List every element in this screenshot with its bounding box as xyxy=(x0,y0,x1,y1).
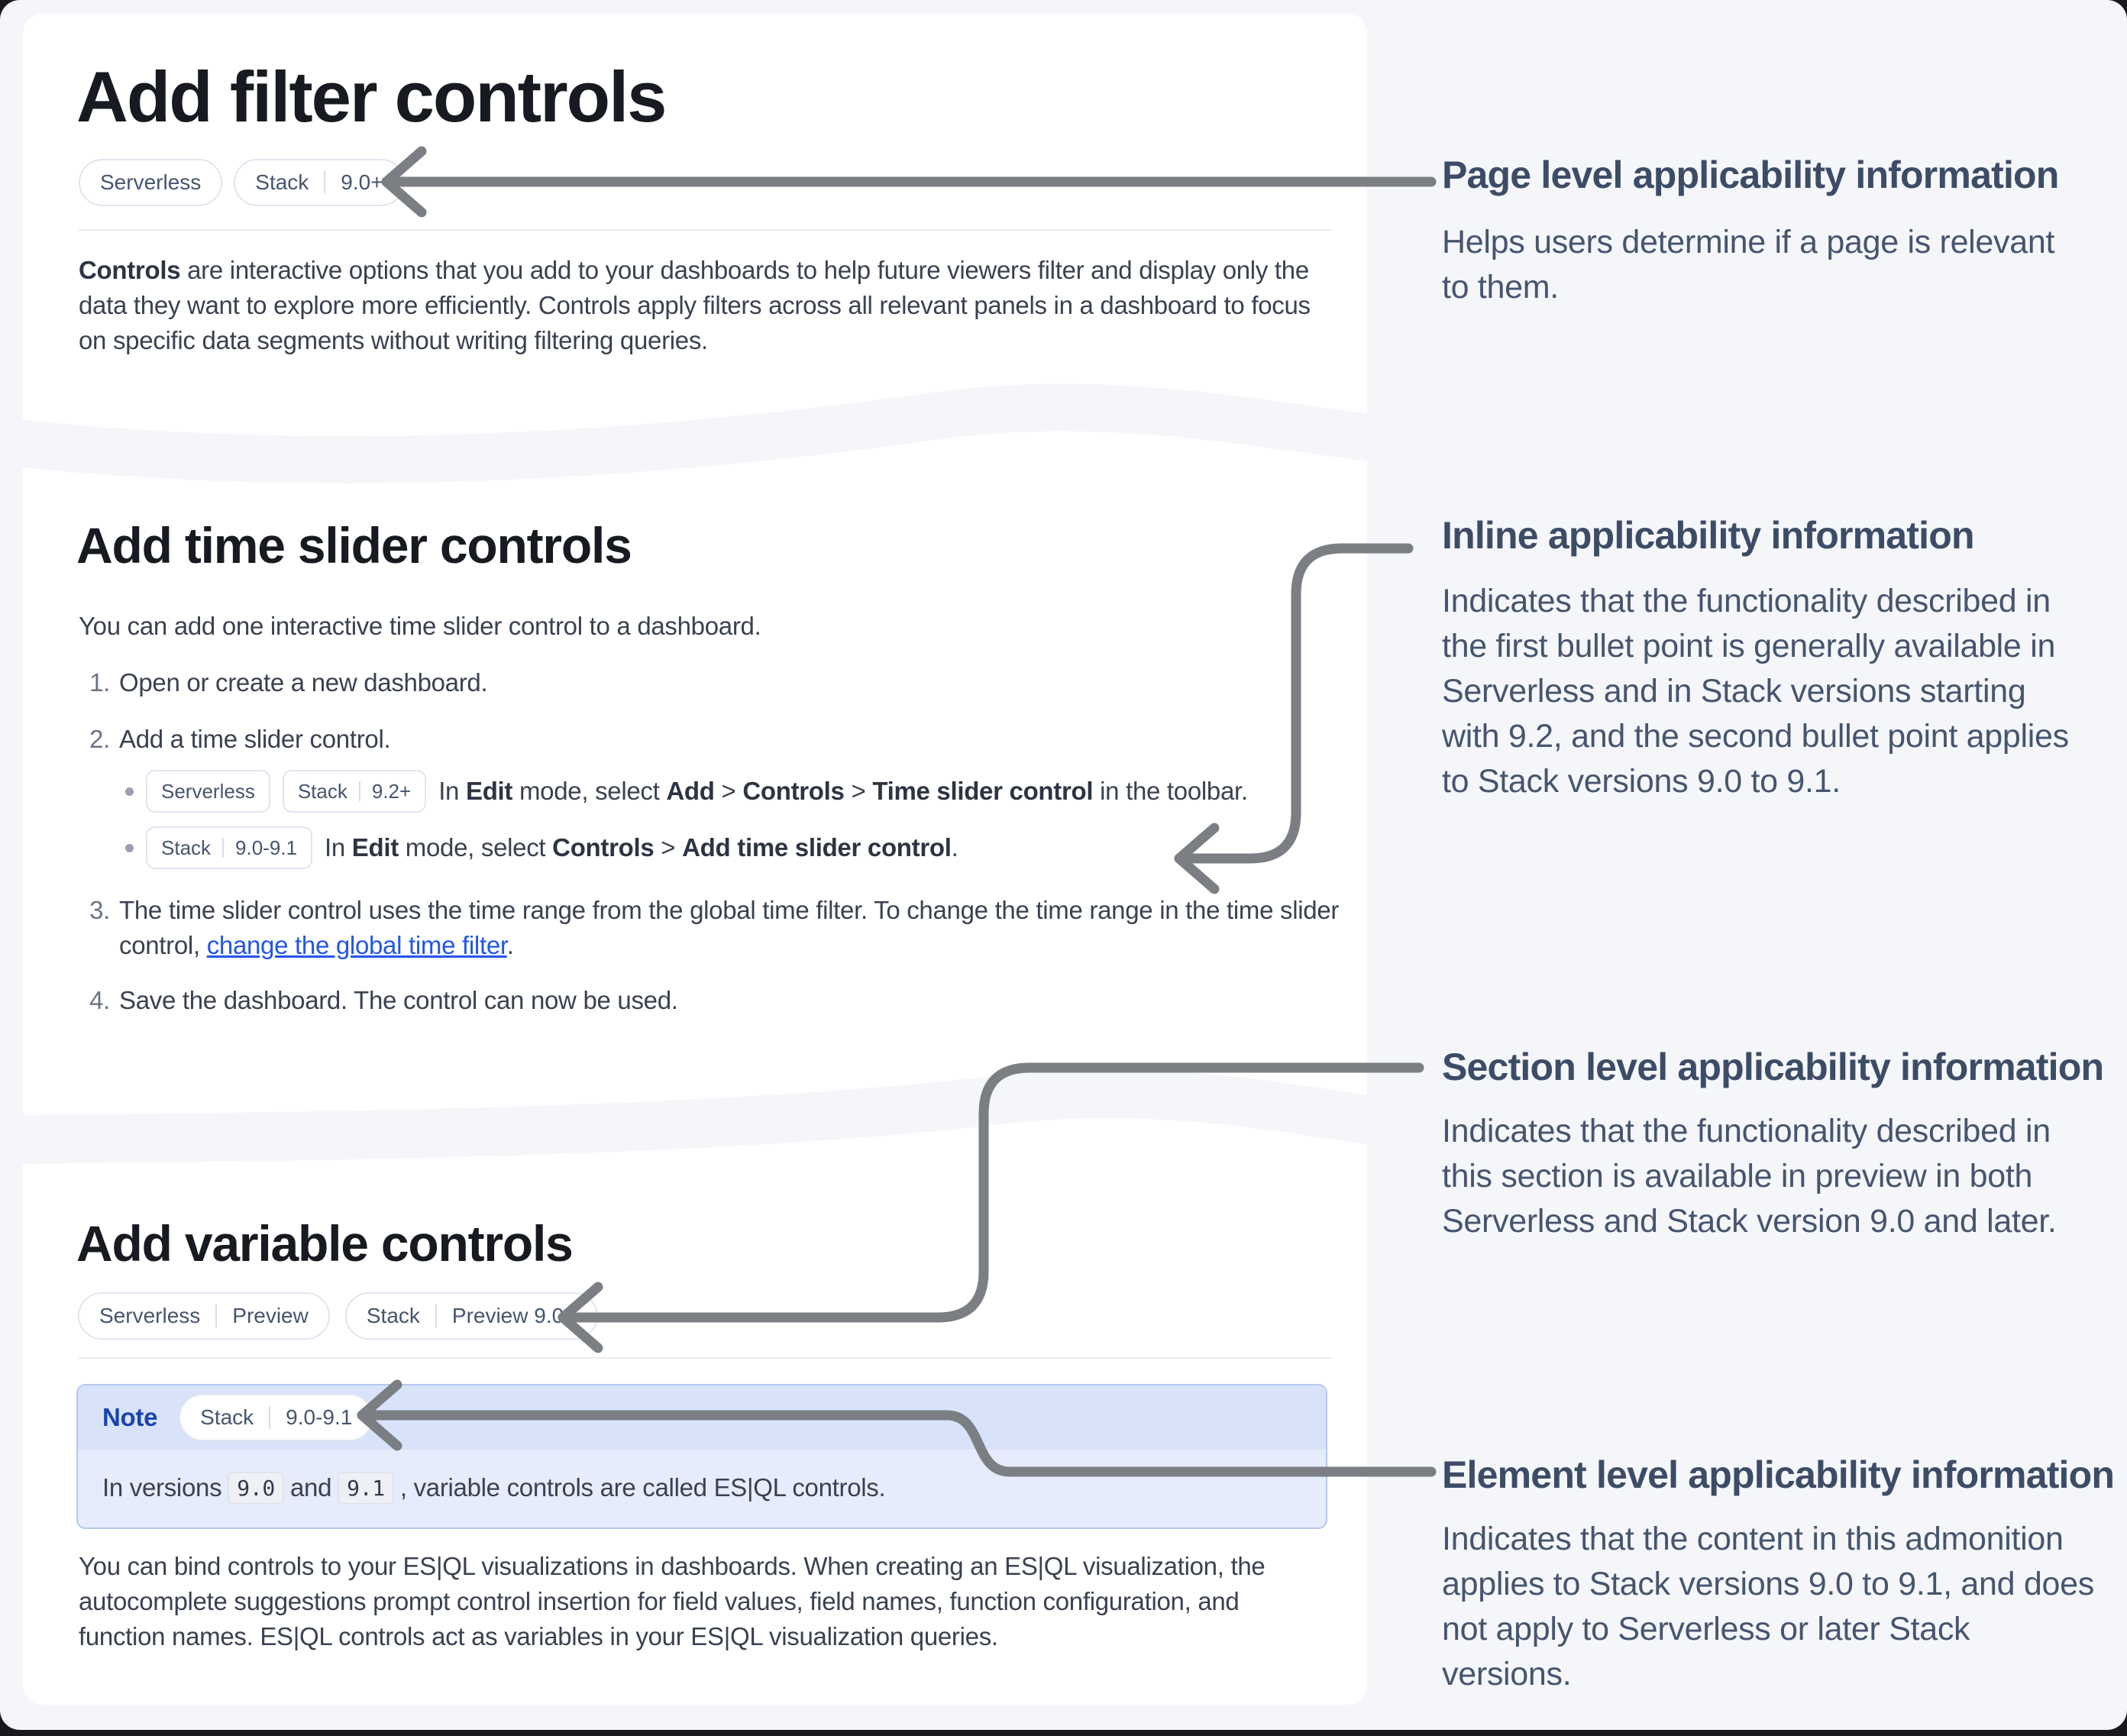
note-admonition-body: In versions 9.0 and 9.1 , variable contr… xyxy=(78,1450,1326,1526)
badge-serverless-preview[interactable]: Serverless Preview xyxy=(78,1292,330,1340)
badge-separator xyxy=(222,838,225,858)
badge-segment: 9.0-9.1 xyxy=(235,836,297,859)
section-title-time-slider: Add time slider controls xyxy=(76,517,632,574)
global-time-filter-link[interactable]: change the global time filter xyxy=(206,931,507,959)
section-level-badges: Serverless Preview Stack Preview 9.0+ xyxy=(78,1292,598,1340)
annotation-body-section-level: Indicates that the functionality describ… xyxy=(1442,1113,2057,1240)
section-intro: You can add one interactive time slider … xyxy=(79,612,761,640)
step-number: 2. xyxy=(89,725,110,753)
note-badge-stack-range[interactable]: Stack 9.0-9.1 xyxy=(179,1394,374,1441)
badge-segment: Stack xyxy=(297,779,347,803)
inline-badge-stack-range[interactable]: Stack 9.0-9.1 xyxy=(146,826,312,869)
badge-segment: Serverless xyxy=(161,779,255,803)
paragraph-line: You can bind controls to your ES|QL visu… xyxy=(79,1552,1266,1580)
badge-segment: Stack xyxy=(366,1304,420,1327)
ordered-step-2: 2. Add a time slider control. xyxy=(76,722,391,757)
badge-segment: Serverless xyxy=(99,1304,201,1327)
ordered-step-4: 4. Save the dashboard. The control can no… xyxy=(76,983,678,1018)
step-text: Add a time slider control. xyxy=(119,725,391,753)
divider xyxy=(79,1357,1332,1359)
badge-segment: Serverless xyxy=(100,170,202,194)
step-text: Open or create a new dashboard. xyxy=(119,668,488,697)
note-admonition-header: Note Stack 9.0-9.1 xyxy=(78,1385,1326,1450)
paragraph-line: are interactive options that you add to … xyxy=(180,256,1309,284)
badge-separator xyxy=(435,1304,437,1327)
code-span: 9.1 xyxy=(338,1471,394,1505)
bullet-text: In Edit mode, select Add > Controls > Ti… xyxy=(438,777,1248,805)
ordered-step-3: 3. The time slider control uses the time … xyxy=(76,893,1339,928)
code-span: 9.0 xyxy=(228,1471,284,1505)
ordered-step-1: 1. Open or create a new dashboard. xyxy=(76,665,488,700)
annotation-heading-page-level: Page level applicability information xyxy=(1442,154,2059,196)
badge-serverless[interactable]: Serverless xyxy=(79,159,223,206)
note-admonition: Note Stack 9.0-9.1 In versions 9.0 and 9… xyxy=(76,1384,1327,1529)
intro-paragraph: Controls are interactive options that yo… xyxy=(79,253,1311,358)
annotation-heading-inline: Inline applicability information xyxy=(1442,514,1975,557)
bullet-icon xyxy=(125,787,134,796)
badge-stack-version[interactable]: Stack 9.0+ xyxy=(234,159,405,206)
step-number: 1. xyxy=(89,668,110,697)
bullet-icon xyxy=(125,843,134,852)
bullet-text: In Edit mode, select Controls > Add time… xyxy=(324,833,958,862)
badge-separator xyxy=(358,781,360,801)
note-label: Note xyxy=(102,1403,158,1431)
paragraph-line: function names. ES|QL controls act as va… xyxy=(79,1622,998,1650)
badge-stack-preview-version[interactable]: Stack Preview 9.0+ xyxy=(344,1292,598,1340)
paragraph-line: data they want to explore more efficient… xyxy=(79,291,1311,319)
inline-badge-serverless[interactable]: Serverless xyxy=(146,770,270,813)
step-number: 4. xyxy=(89,986,110,1014)
inline-badge-stack-version[interactable]: Stack 9.2+ xyxy=(282,770,427,813)
step-text: Save the dashboard. The control can now … xyxy=(119,986,678,1014)
bullet-item-2: Stack 9.0-9.1 In Edit mode, select Contr… xyxy=(125,826,958,869)
badge-separator xyxy=(215,1304,218,1327)
step-number: 3. xyxy=(89,896,110,924)
step-text: The time slider control uses the time ra… xyxy=(119,896,1340,924)
badge-segment: Stack xyxy=(161,836,212,859)
badge-segment: Stack xyxy=(200,1405,254,1429)
section-title-variable-controls: Add variable controls xyxy=(76,1215,574,1272)
annotation-heading-section-level: Section level applicability information xyxy=(1442,1046,2104,1088)
badge-segment: Stack xyxy=(255,170,309,194)
esql-paragraph: You can bind controls to your ES|QL visu… xyxy=(79,1549,1266,1654)
annotation-body-inline: Indicates that the functionality describ… xyxy=(1442,583,2069,800)
paragraph-line: autocomplete suggestions prompt control … xyxy=(79,1587,1240,1615)
annotation-body-element-level: Indicates that the content in this admon… xyxy=(1442,1521,2094,1692)
badge-separator xyxy=(324,171,326,194)
annotation-body-page-level: Helps users determine if a page is relev… xyxy=(1442,224,2055,305)
badge-segment: Preview 9.0+ xyxy=(451,1304,577,1327)
badge-segment: 9.0+ xyxy=(341,170,383,194)
ordered-step-3-line2: control, change the global time filter. xyxy=(119,931,514,959)
page-title: Add filter controls xyxy=(76,57,667,137)
paragraph-line: on specific data segments without writin… xyxy=(79,326,708,354)
annotation-heading-element-level: Element level applicability information xyxy=(1442,1453,2115,1496)
badge-segment: Preview xyxy=(232,1304,309,1327)
badge-separator xyxy=(269,1406,271,1429)
page-level-badges: Serverless Stack 9.0+ xyxy=(79,159,405,206)
badge-segment: 9.0-9.1 xyxy=(286,1405,353,1429)
divider xyxy=(79,229,1332,231)
badge-segment: 9.2+ xyxy=(371,779,412,803)
bullet-item-1: Serverless Stack 9.2+ In Edit mode, sele… xyxy=(125,770,1248,813)
bold-text: Controls xyxy=(79,256,181,284)
